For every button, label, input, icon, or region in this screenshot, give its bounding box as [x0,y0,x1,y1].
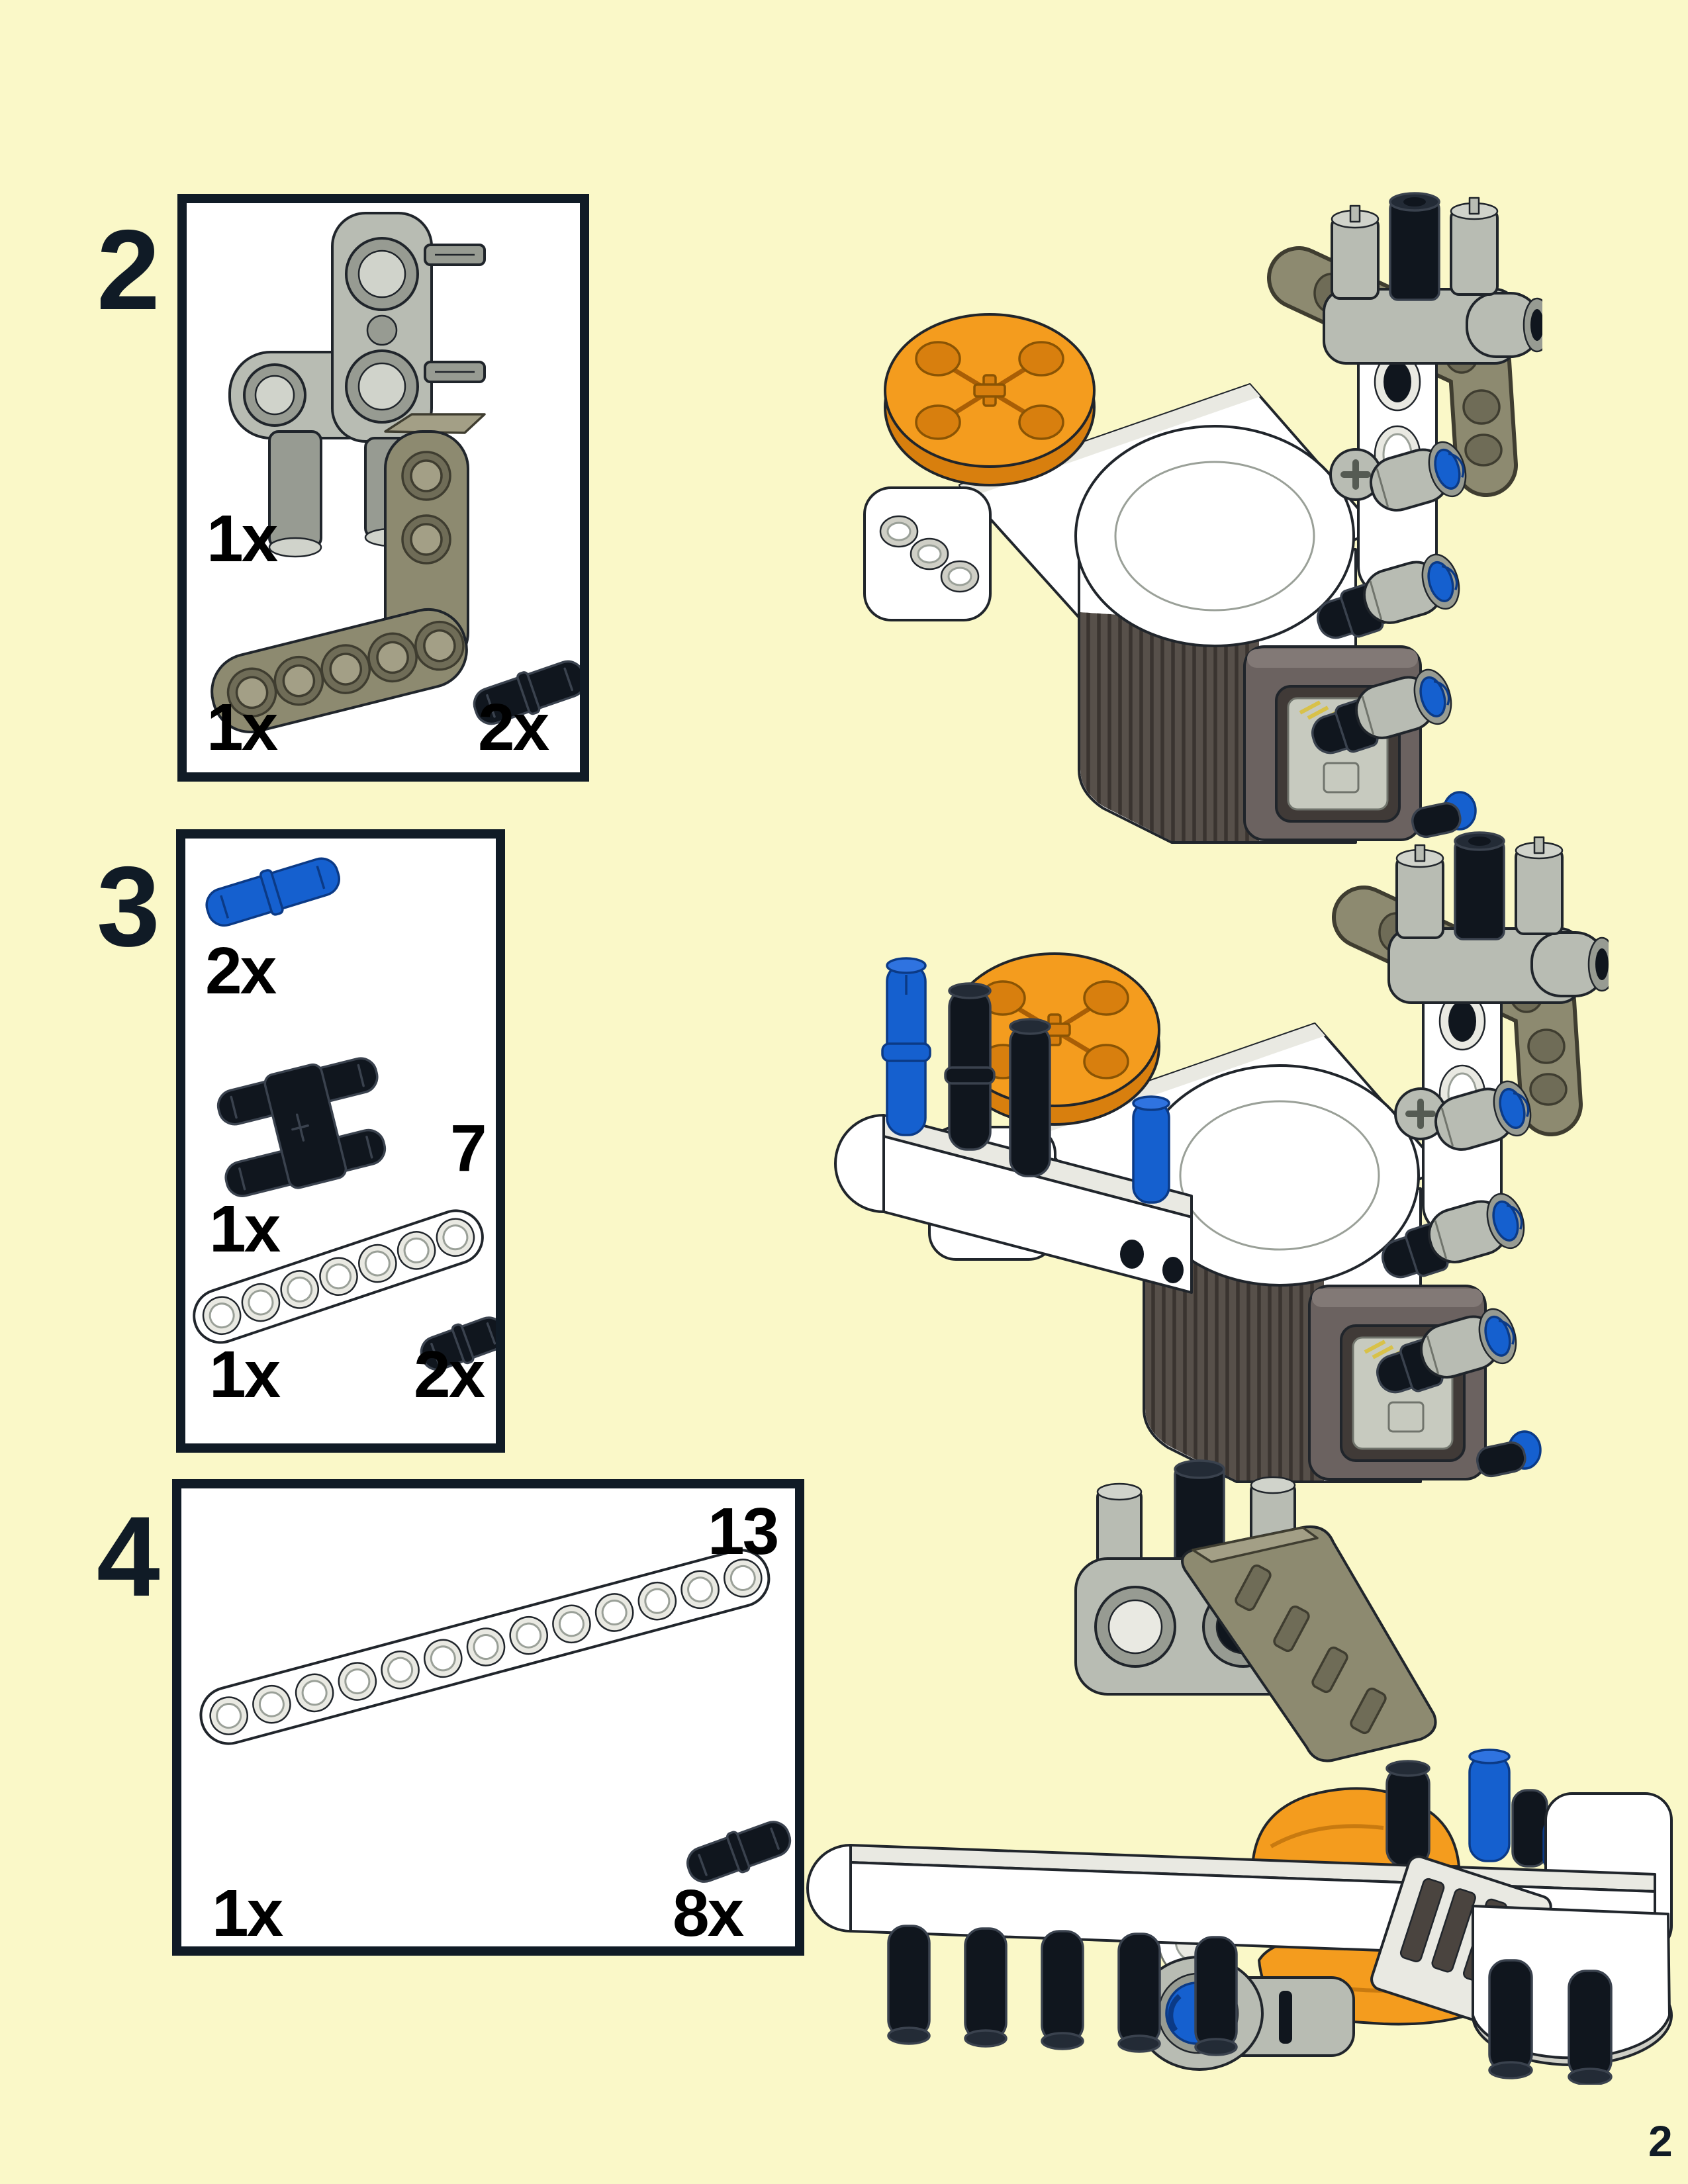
part-count: 1x [207,690,278,764]
pins-down-right [1488,1959,1613,2085]
part-count: 1x [209,1192,281,1266]
step-2-assembly-illustration [863,192,1542,844]
l-beam-icon [211,413,486,734]
beam-length-label: 7 [450,1111,487,1185]
pins-down-left [887,1925,1238,2056]
step-3-parts-illustration [193,857,496,1371]
step-3-assembly-illustration [834,824,1609,1492]
black-pin-icon [473,660,580,725]
part-count: 2x [478,690,549,764]
part-count: 2x [414,1338,485,1412]
blue-pin-icon [205,857,340,927]
part-count: 1x [209,1338,281,1412]
black-pin-standing [944,982,996,1151]
part-count: 8x [673,1876,744,1950]
step-2-parts-box: 1x 1x 2x [177,194,589,782]
part-count: 1x [207,502,278,576]
blue-pin-standing [881,957,931,1136]
double-pin-connector-icon [216,1057,387,1197]
part-count: 2x [205,934,277,1008]
step-2-parts-illustration [211,212,580,734]
step-4-parts-illustration [199,1549,792,1883]
step-3-parts-box: 2x 1x 7 1x 2x [176,829,505,1453]
blue-pin-standing [1132,1095,1170,1204]
black-pin-icon [686,1821,792,1883]
top-pin-cluster [1323,192,1542,365]
step-4-number: 4 [97,1493,160,1620]
step-4-assembly-illustration [806,1459,1673,2085]
step-4-parts-box: 13 1x 8x [172,1479,804,1956]
beam-13-icon [199,1549,771,1745]
step-3-number: 3 [97,843,160,970]
angle-beam-side [1181,1525,1437,1762]
added-beam-with-pins [834,957,1193,1294]
beam-length-label: 13 [708,1494,779,1569]
black-pin-standing [1009,1018,1051,1177]
black-pin-icon [420,1316,496,1371]
part-count: 1x [212,1876,283,1950]
step-2-number: 2 [97,206,160,334]
beam-7-icon [193,1209,484,1344]
turntable-disc [884,313,1096,486]
page-number: 2 [1648,2116,1673,2165]
